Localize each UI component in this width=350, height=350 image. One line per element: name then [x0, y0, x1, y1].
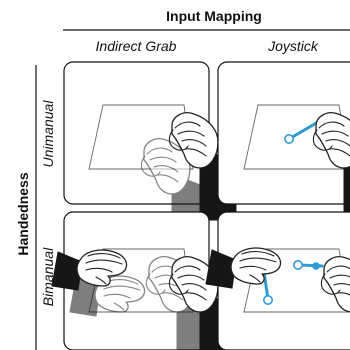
panel-unimanual-indirect-grab — [63, 61, 237, 247]
joystick-origin-icon — [292, 259, 303, 270]
panel-bimanual-joystick — [205, 211, 350, 350]
input-mapping-title: Input Mapping — [166, 8, 262, 24]
virtual-plane — [243, 248, 350, 313]
row-unimanual: Unimanual — [40, 100, 56, 168]
handedness-title: Handedness — [15, 172, 31, 255]
row-bimanual: Bimanual — [40, 247, 56, 306]
joystick-tip-icon — [312, 262, 320, 270]
column-indirect-grab: Indirect Grab — [96, 38, 177, 54]
column-joystick: Joystick — [267, 38, 319, 54]
panel-bimanual-indirect-grab — [51, 211, 237, 350]
virtual-plane — [243, 104, 350, 170]
virtual-plane — [88, 104, 194, 170]
joystick-origin-icon — [262, 294, 273, 305]
joystick-origin-icon — [283, 134, 294, 145]
joystick-icon — [287, 120, 320, 141]
panel-unimanual-joystick — [217, 61, 350, 221]
